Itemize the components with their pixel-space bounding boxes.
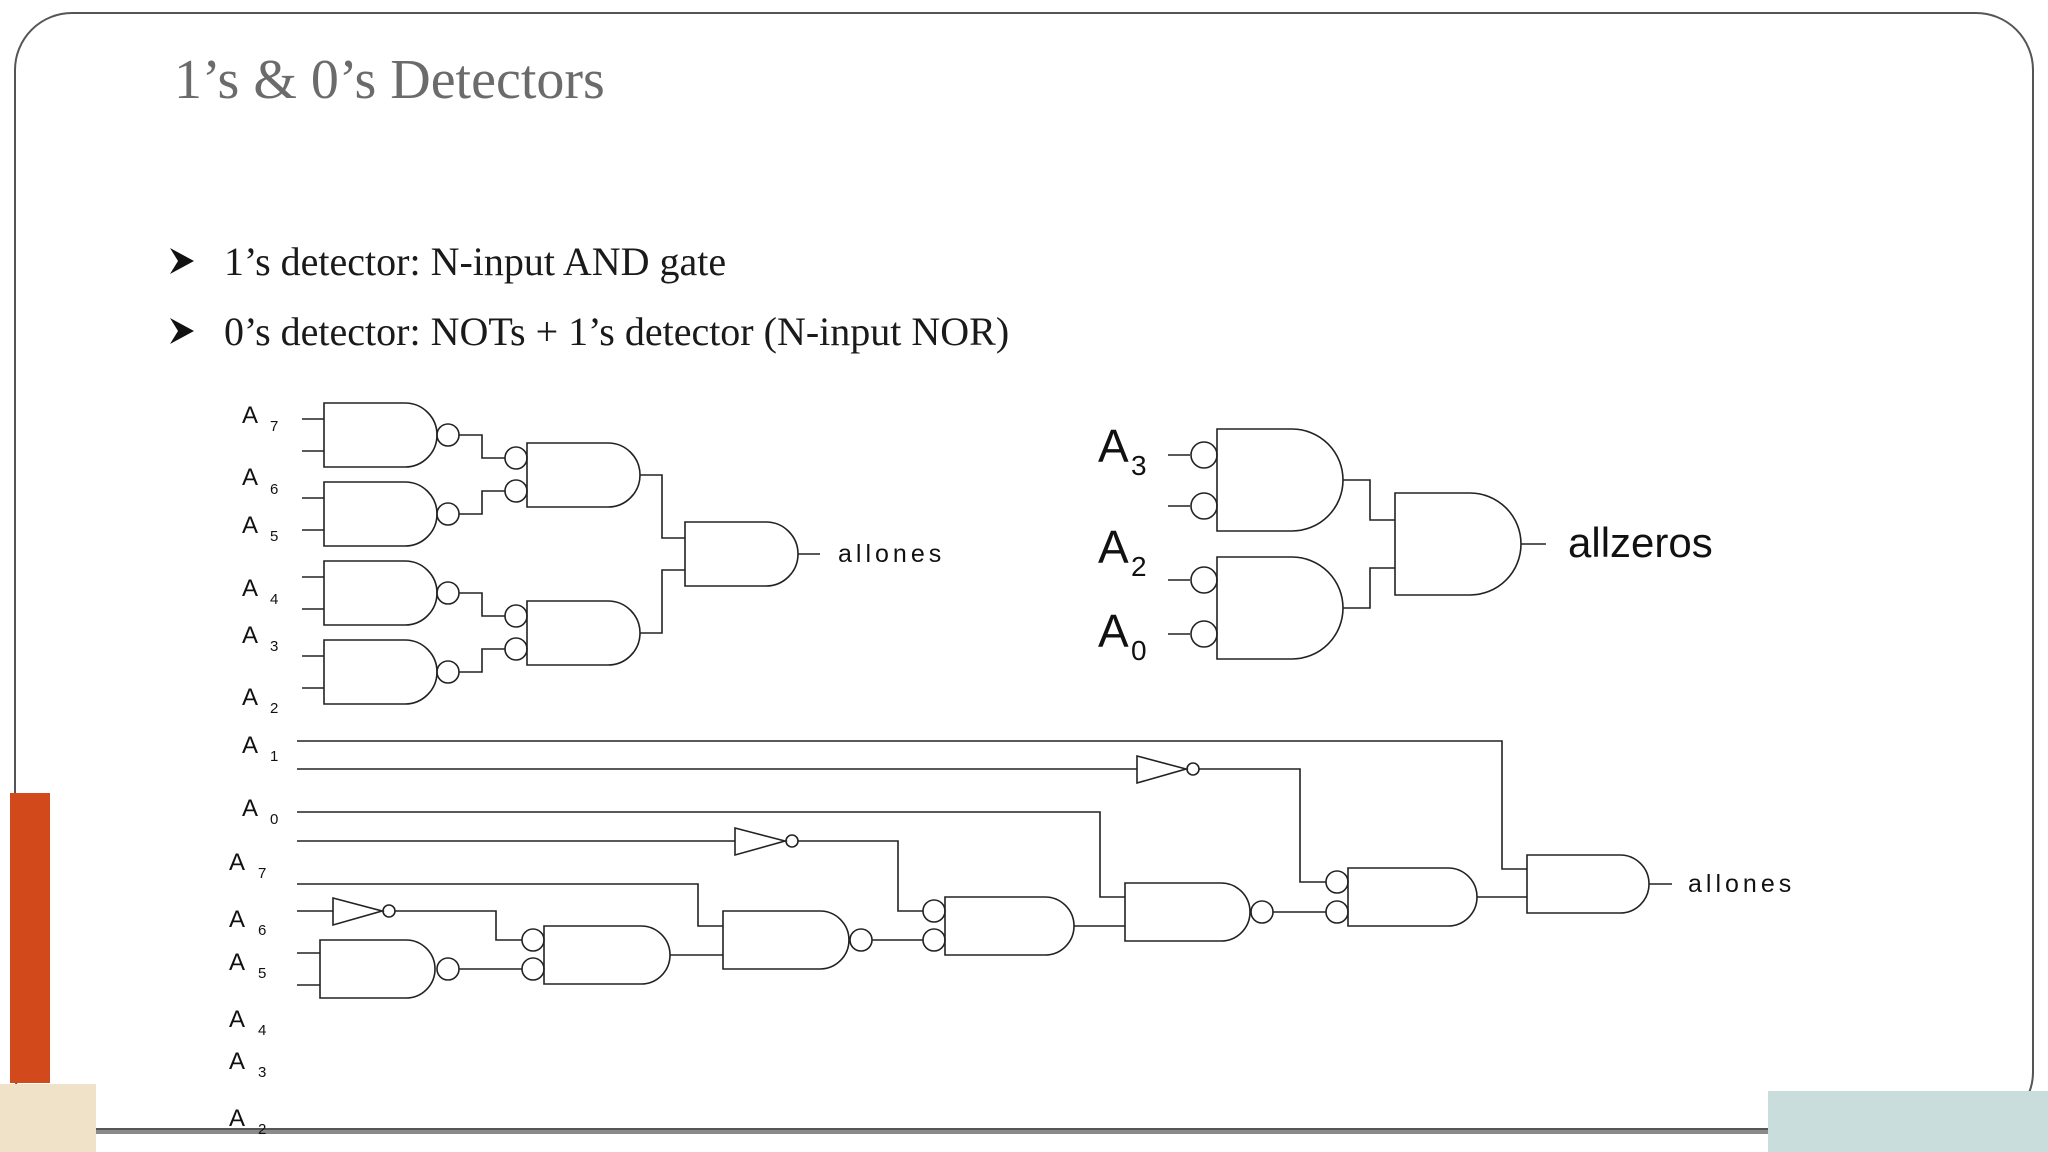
input-label: A xyxy=(242,795,258,822)
beige-accent-block xyxy=(0,1084,96,1152)
input-subscript: 5 xyxy=(270,528,278,545)
nand-gate xyxy=(722,910,850,970)
arrowhead-bullet-icon xyxy=(170,318,194,344)
nand-gate xyxy=(323,402,438,468)
and-gate xyxy=(1347,867,1478,927)
input-subscript: 6 xyxy=(258,922,266,939)
nand-gate xyxy=(323,560,438,626)
slide-frame xyxy=(14,12,2034,1130)
inversion-bubble xyxy=(504,479,528,503)
and-gate xyxy=(944,896,1075,956)
and-gate xyxy=(526,442,641,508)
input-subscript: 7 xyxy=(270,418,278,435)
inversion-bubble xyxy=(922,928,946,952)
nand-gate xyxy=(1124,882,1251,942)
orange-accent-bar xyxy=(10,793,50,1083)
tree-output-label: allones xyxy=(838,540,945,568)
input-label: A xyxy=(229,949,245,976)
input-label: A xyxy=(229,849,245,876)
input-label: A xyxy=(1098,420,1129,472)
inversion-bubble xyxy=(436,957,460,981)
inversion-bubble xyxy=(1250,900,1274,924)
arrowhead-bullet-icon xyxy=(170,248,194,274)
and-gate xyxy=(543,925,671,985)
input-subscript: 6 xyxy=(270,481,278,498)
input-subscript: 2 xyxy=(270,700,278,717)
input-label: A xyxy=(229,1006,245,1033)
inversion-bubble xyxy=(1190,492,1218,520)
inversion-bubble xyxy=(1190,566,1218,594)
allzeros-circuit xyxy=(1168,428,1546,660)
inversion-bubble xyxy=(436,581,460,605)
input-subscript: 3 xyxy=(258,1064,266,1081)
chain-output-label: allones xyxy=(1688,870,1795,898)
inversion-bubble xyxy=(521,928,545,952)
input-subscript: 0 xyxy=(270,811,278,828)
input-label: A xyxy=(242,622,258,649)
input-subscript: 4 xyxy=(270,591,278,608)
input-label: A xyxy=(229,1105,245,1132)
inversion-bubble xyxy=(436,660,460,684)
input-label: A xyxy=(242,512,258,539)
and-gate xyxy=(1216,428,1344,532)
nand-tree-circuit xyxy=(302,402,820,705)
input-label: A xyxy=(242,575,258,602)
inversion-bubble xyxy=(1190,441,1218,469)
not-gate xyxy=(734,826,789,857)
slide-title: 1’s & 0’s Detectors xyxy=(174,49,605,111)
and-gate xyxy=(1526,854,1650,914)
inversion-bubble xyxy=(521,957,545,981)
and-gate xyxy=(684,521,799,587)
and-gate xyxy=(1216,556,1344,660)
inversion-bubble xyxy=(436,423,460,447)
input-subscript: 0 xyxy=(1131,635,1147,666)
nand-gate xyxy=(323,481,438,547)
inversion-bubble xyxy=(1325,870,1349,894)
and-gate xyxy=(1394,492,1522,596)
nand-chain-circuit xyxy=(297,740,1672,999)
input-subscript: 3 xyxy=(1131,450,1147,481)
inversion-bubble xyxy=(504,637,528,661)
and-gate xyxy=(526,600,641,666)
bullet-text: 0’s detector: NOTs + 1’s detector (N-inp… xyxy=(224,309,1010,354)
not-gate xyxy=(1136,754,1190,785)
zeros-output-label: allzeros xyxy=(1568,519,1713,566)
input-label: A xyxy=(242,732,258,759)
input-subscript: 2 xyxy=(258,1121,266,1138)
bullet-text: 1’s detector: N-input AND gate xyxy=(224,239,727,284)
inversion-bubble xyxy=(504,604,528,628)
input-label: A xyxy=(242,464,258,491)
input-label: A xyxy=(229,906,245,933)
inversion-bubble xyxy=(1325,900,1349,924)
input-subscript: 7 xyxy=(258,865,266,882)
input-label: A xyxy=(1098,605,1129,657)
input-subscript: 5 xyxy=(258,965,266,982)
inversion-bubble xyxy=(436,502,460,526)
inversion-bubble xyxy=(922,899,946,923)
inversion-bubble xyxy=(849,928,873,952)
nand-gate xyxy=(323,639,438,705)
input-subscript: 2 xyxy=(1131,551,1147,582)
input-subscript: 4 xyxy=(258,1022,266,1039)
input-label: A xyxy=(229,1048,245,1075)
input-subscript: 1 xyxy=(270,748,278,765)
input-label: A xyxy=(242,402,258,429)
inversion-bubble xyxy=(1190,620,1218,648)
slide-bottom-shadow xyxy=(90,1130,1770,1134)
inversion-bubble xyxy=(504,446,528,470)
nand-gate xyxy=(319,939,436,999)
input-label: A xyxy=(242,684,258,711)
input-label: A xyxy=(1098,521,1129,573)
input-subscript: 3 xyxy=(270,638,278,655)
teal-accent-block xyxy=(1768,1091,2048,1152)
not-gate xyxy=(332,896,386,927)
